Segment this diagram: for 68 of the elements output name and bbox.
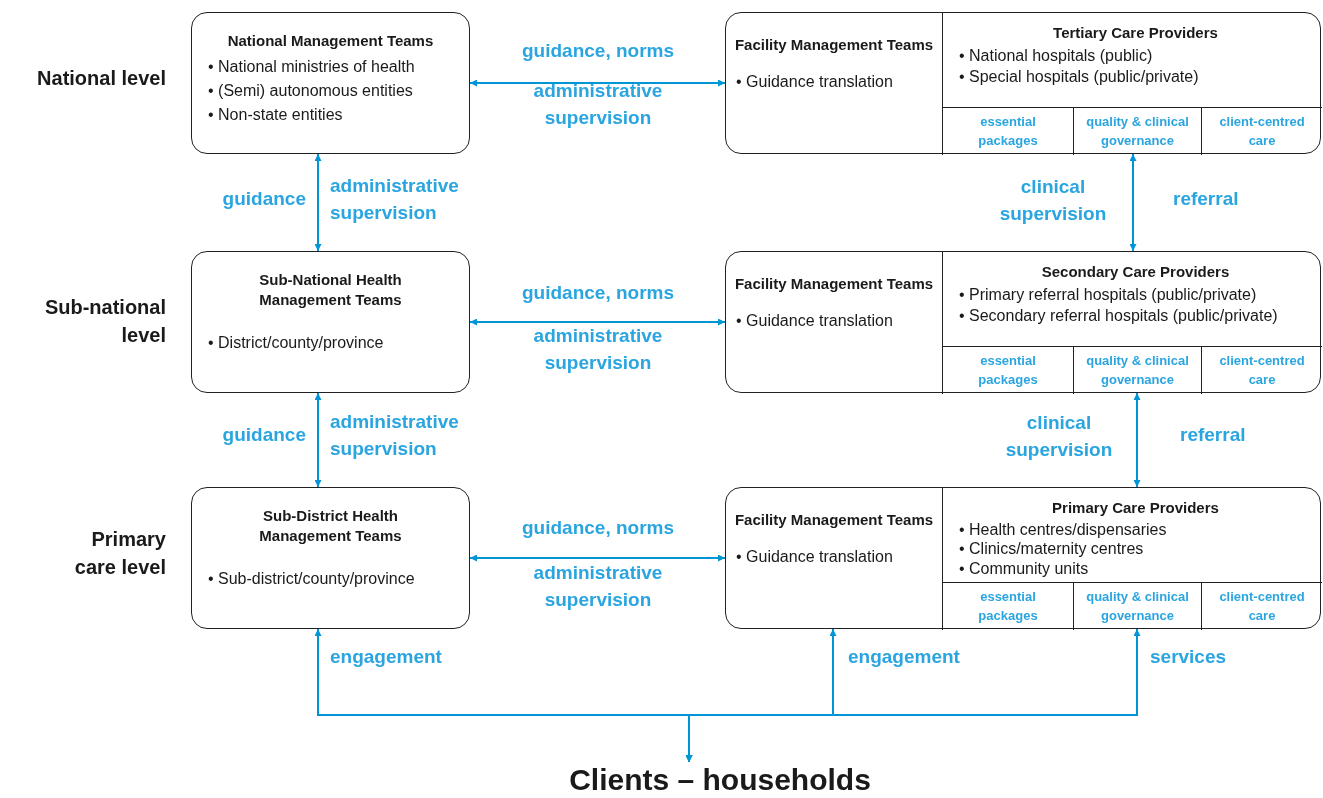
table-cell: quality & clinical governance — [1073, 108, 1201, 155]
box-heading: Sub-National Health Management Teams — [258, 270, 403, 309]
bullet-item: • Clinics/maternity centres — [959, 539, 1145, 559]
section-heading: Secondary Care Providers — [1040, 262, 1231, 282]
section-heading: Facility Management Teams — [734, 274, 934, 294]
edge-label: guidance — [222, 187, 306, 211]
provider-box — [725, 12, 1321, 154]
edge-label: engagement — [330, 645, 442, 669]
relation-label: administrative supervision — [532, 79, 664, 130]
edge-label: guidance, norms — [521, 516, 675, 540]
relation-label: referral — [1180, 423, 1247, 447]
team-box — [191, 251, 470, 393]
relation-label: administrative supervision — [532, 324, 664, 375]
arrow — [469, 554, 726, 562]
arrow — [314, 153, 322, 252]
arrow — [1129, 153, 1137, 252]
bullet-item: • National hospitals (public) — [959, 45, 1154, 66]
relation-label: administrative supervision — [330, 174, 460, 225]
edge-label: guidance, norms — [521, 281, 675, 305]
arrow — [469, 79, 726, 87]
section-heading: Primary Care Providers — [1051, 498, 1220, 518]
table-cell: essential packages — [943, 583, 1073, 630]
arrow — [314, 392, 322, 488]
edge-label: guidance — [222, 423, 306, 447]
table-cell: essential packages — [943, 347, 1073, 394]
table-cell: quality & clinical governance — [1073, 583, 1201, 630]
bullet-item: • (Semi) autonomous entities — [208, 80, 414, 101]
edge-label: services — [1150, 645, 1227, 669]
table-cell: client-centred care — [1201, 108, 1322, 155]
table-cell: client-centred care — [1201, 583, 1322, 630]
arrow — [469, 318, 726, 326]
edge-label: engagement — [848, 645, 960, 669]
bullet-item: • District/county/province — [208, 333, 385, 353]
table-cell: essential packages — [943, 108, 1073, 155]
relation-label: administrative supervision — [330, 410, 460, 461]
arrow — [685, 628, 1141, 763]
bullet-item: • Guidance translation — [736, 71, 894, 92]
bullet-item: • Special hospitals (public/private) — [959, 67, 1200, 88]
arrow — [1133, 392, 1141, 488]
edge-label: clinical supervision — [1004, 411, 1114, 462]
box-heading: Sub-District Health Management Teams — [258, 506, 403, 545]
section-heading: Tertiary Care Providers — [1052, 23, 1219, 43]
section-heading: Facility Management Teams — [734, 35, 934, 55]
provider-box — [725, 251, 1321, 393]
level-label: Sub-national level — [43, 295, 166, 348]
team-box — [191, 12, 470, 154]
section-heading: Facility Management Teams — [734, 510, 934, 530]
provider-box — [725, 487, 1321, 629]
relation-label: referral — [1173, 187, 1240, 211]
bullet-item: • Community units — [959, 558, 1090, 579]
bullet-item: • National ministries of health — [208, 56, 416, 77]
relation-label: administrative supervision — [532, 561, 664, 612]
box-heading: National Management Teams — [226, 31, 435, 51]
bullet-item: • Health centres/dispensaries — [959, 519, 1168, 539]
table-cell: client-centred care — [1201, 347, 1322, 394]
edge-label: clinical supervision — [998, 175, 1108, 226]
team-box — [191, 487, 470, 629]
edge-label: guidance, norms — [521, 39, 675, 63]
bullet-item: • Secondary referral hospitals (public/private) — [959, 306, 1279, 327]
bullet-item: • Primary referral hospitals (public/private) — [959, 284, 1258, 305]
bullet-item: • Non-state entities — [208, 104, 344, 125]
bullet-item: • Guidance translation — [736, 546, 894, 567]
clients-label: Clients – households — [520, 762, 920, 798]
table-cell: quality & clinical governance — [1073, 347, 1201, 394]
level-label: Primary care level — [73, 527, 166, 580]
bullet-item: • Guidance translation — [736, 310, 894, 331]
level-label: National level — [36, 66, 166, 91]
bullet-item: • Sub-district/county/province — [208, 569, 416, 589]
